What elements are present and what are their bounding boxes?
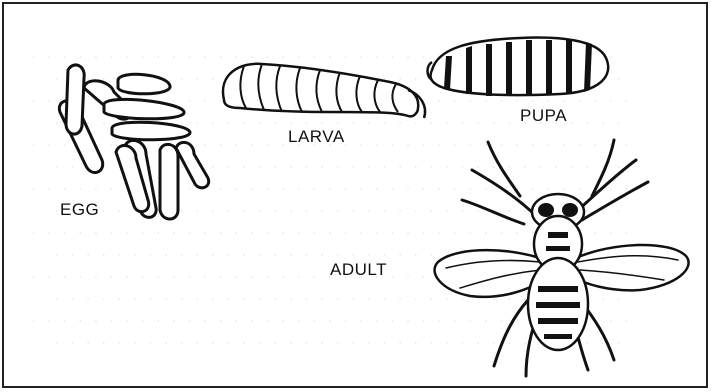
larva xyxy=(223,64,425,118)
label-pupa: PUPA xyxy=(520,106,567,126)
egg-6 xyxy=(112,122,190,140)
label-egg: EGG xyxy=(60,200,99,220)
egg-2 xyxy=(66,65,84,134)
egg-4 xyxy=(118,74,170,93)
fly-wing-right xyxy=(572,245,689,290)
pupa xyxy=(428,38,609,96)
egg-9 xyxy=(160,144,178,219)
label-adult: ADULT xyxy=(330,260,387,280)
adult-fly xyxy=(435,140,689,376)
egg-cluster xyxy=(59,65,208,219)
egg-5 xyxy=(104,99,184,118)
egg-10 xyxy=(176,142,209,187)
label-larva: LARVA xyxy=(288,127,345,147)
pupa-body xyxy=(431,38,609,96)
